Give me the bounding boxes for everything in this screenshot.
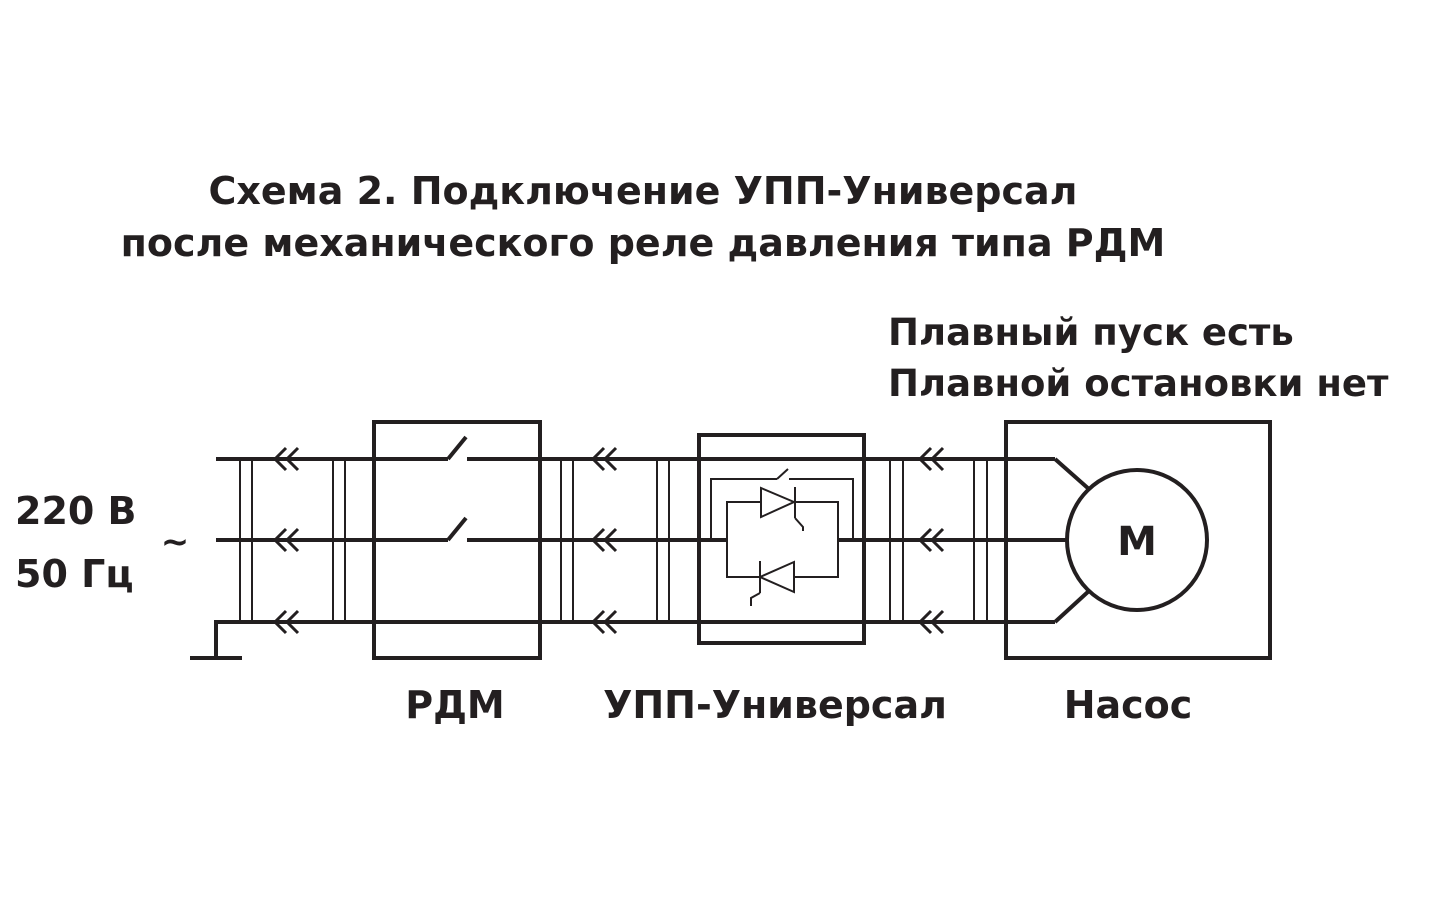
title-line2: после механического реле давления типа Р… [121,221,1166,265]
cable-bundles [239,459,988,622]
rdm-label: РДМ [405,683,505,727]
mode-line1: Плавный пуск есть [888,311,1294,354]
ac-symbol: ~ [161,522,190,562]
ground-symbol [190,620,242,660]
rdm-box [372,420,542,660]
phase-lines [216,435,1092,624]
motor-label: М [1117,519,1157,565]
supply-frequency: 50 Гц [15,552,134,596]
motor-circle [1065,468,1209,612]
pump-label: Насос [1064,683,1193,727]
upp-label: УПП-Универсал [603,683,947,727]
connectors [272,446,945,635]
pump-box [1004,420,1272,660]
thyristor-circuit [710,468,854,606]
upp-box [697,433,866,645]
supply-voltage: 220 В [15,489,137,533]
title-line1: Схема 2. Подключение УПП-Универсал [209,169,1078,213]
mode-line2: Плавной остановки нет [888,362,1389,405]
